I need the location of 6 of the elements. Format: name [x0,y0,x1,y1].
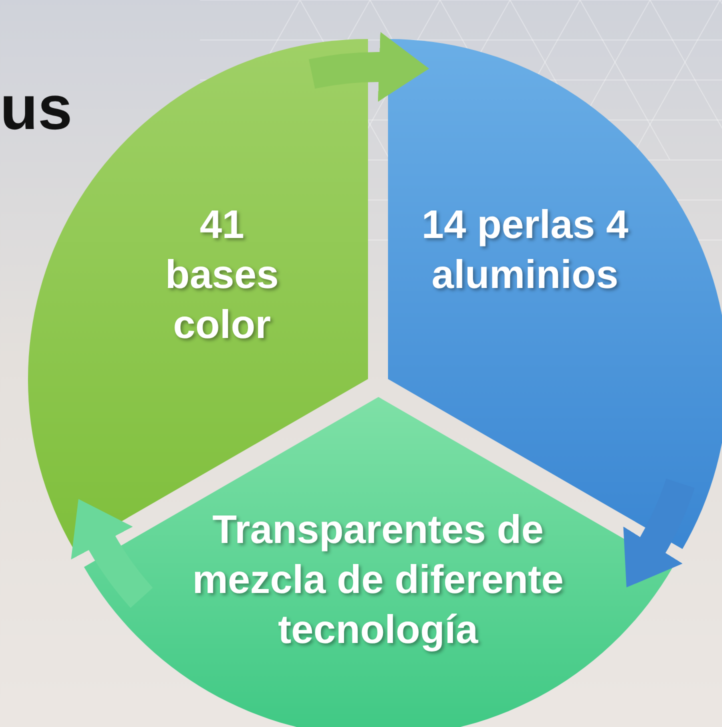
arrow [309,32,430,102]
segment-label: 14 perlas 4 aluminios [420,202,630,299]
title-fragment: us [0,78,72,140]
segment-label: Transparentes de mezcla de diferente tecnología [191,507,565,654]
segment-label: 41 bases color [164,202,280,349]
arrow [72,500,154,608]
